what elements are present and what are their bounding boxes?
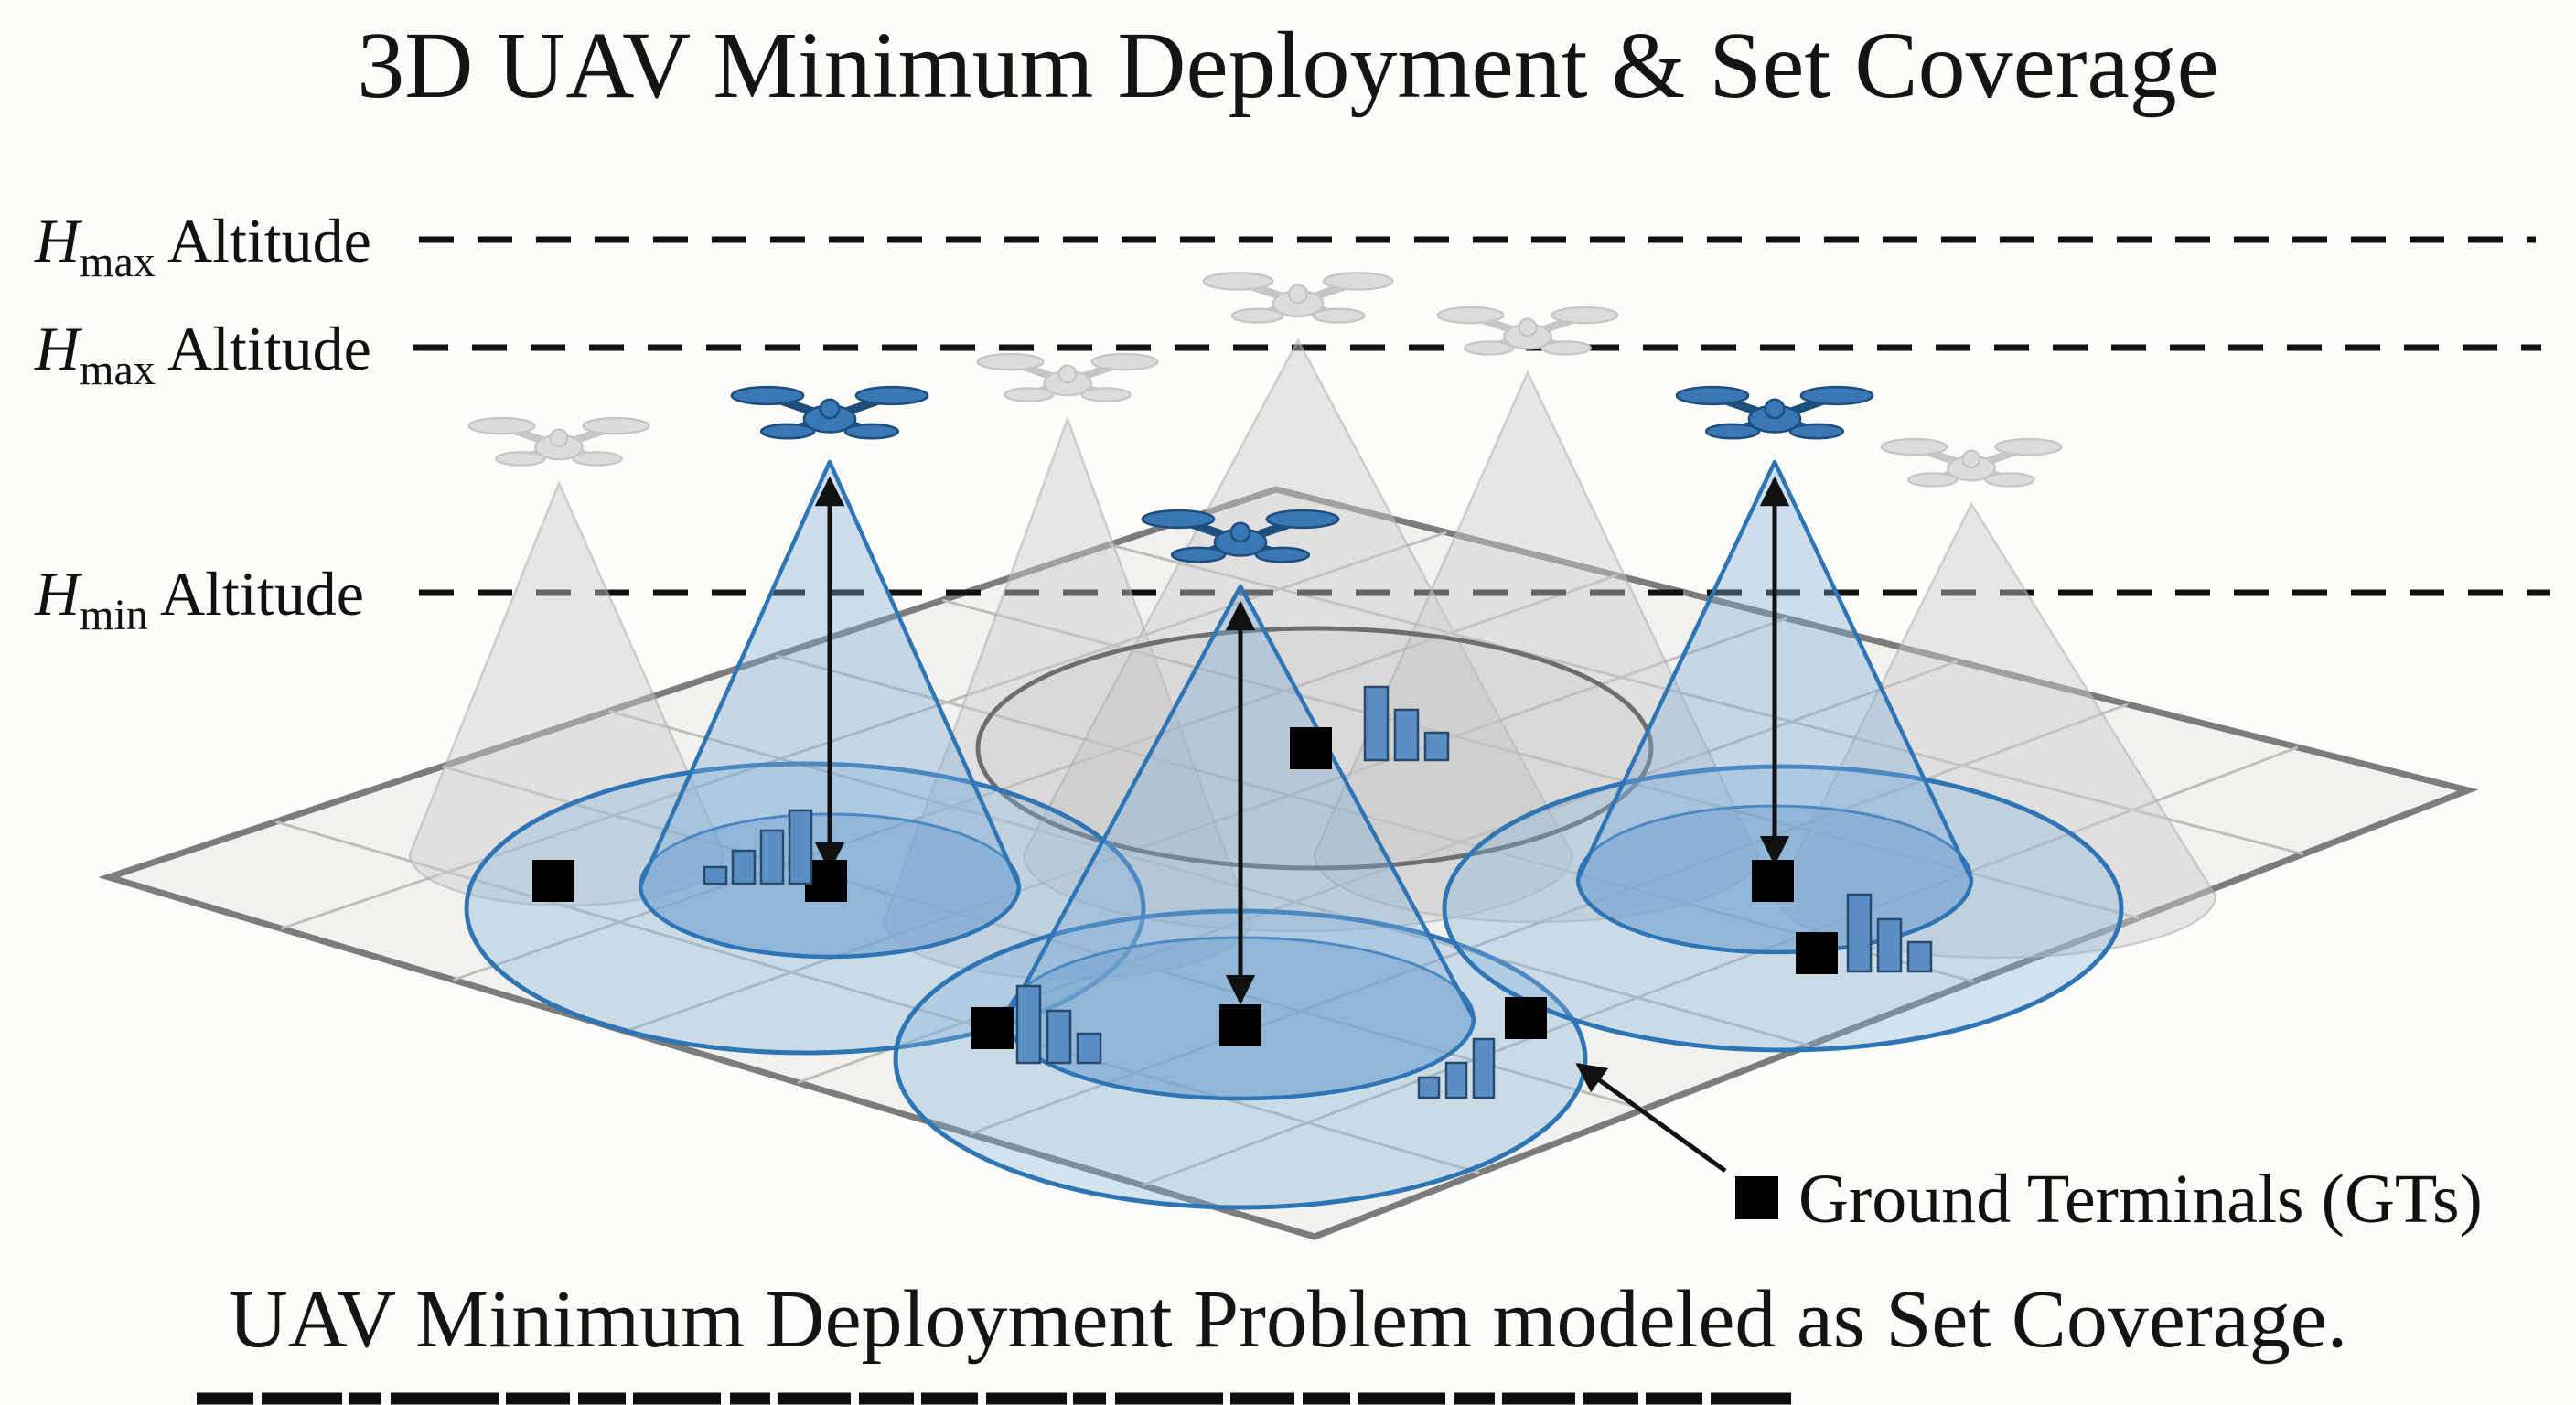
signal-bar bbox=[1015, 984, 1042, 1065]
signal-bar bbox=[1363, 685, 1390, 762]
coverage-ellipse bbox=[464, 761, 1146, 1056]
signal-bars bbox=[703, 809, 813, 885]
signal-bars bbox=[1417, 1037, 1496, 1099]
grid-line bbox=[280, 531, 1447, 930]
uav-icon bbox=[1141, 509, 1340, 563]
grid-line bbox=[1109, 543, 2304, 856]
signal-bar bbox=[703, 865, 728, 885]
legend-layer: Ground Terminals (GTs) bbox=[197, 1062, 2483, 1405]
ground-terminal bbox=[1219, 1004, 1261, 1046]
grid-line bbox=[1142, 745, 2299, 1187]
ghost-uav-icon bbox=[1436, 306, 1619, 356]
ground-terminal bbox=[1796, 932, 1838, 974]
signal-bar bbox=[759, 829, 785, 885]
legend-pointer-arrow bbox=[1575, 1062, 1727, 1174]
ghost-uav-icon bbox=[467, 416, 650, 467]
signal-bar bbox=[1417, 1076, 1441, 1099]
grid-line bbox=[608, 709, 1809, 1047]
uav-icon bbox=[730, 385, 929, 440]
altitude-label: Hmax Altitude bbox=[34, 314, 371, 394]
signal-bar bbox=[1076, 1032, 1102, 1065]
diagram-title: 3D UAV Minimum Deployment & Set Coverage bbox=[357, 13, 2219, 118]
grid-line bbox=[942, 598, 2140, 919]
diagram-caption: UAV Minimum Deployment Problem modeled a… bbox=[229, 1274, 2347, 1365]
signal-bar bbox=[1046, 1009, 1072, 1065]
signal-bar bbox=[1846, 893, 1873, 973]
altitude-label: Hmax Altitude bbox=[34, 206, 371, 286]
ground-plane bbox=[98, 486, 2479, 1240]
grid-line bbox=[969, 702, 2129, 1136]
ground-terminal bbox=[971, 1007, 1014, 1049]
ground-terminal bbox=[532, 860, 574, 902]
ghost-uav-cone bbox=[1022, 338, 1574, 933]
altitude-arrows-layer bbox=[814, 476, 1790, 1005]
ground-terminal bbox=[1752, 860, 1794, 902]
ground-terminal bbox=[1290, 727, 1332, 769]
legend-label: Ground Terminals (GTs) bbox=[1798, 1161, 2483, 1238]
signal-bar bbox=[788, 809, 813, 885]
signal-bar bbox=[1423, 731, 1450, 762]
legend-gt-square bbox=[1735, 1176, 1778, 1219]
uav-icon bbox=[1675, 385, 1874, 440]
signal-bar bbox=[1444, 1061, 1468, 1099]
signal-bar bbox=[1472, 1037, 1496, 1099]
signal-bars bbox=[1015, 984, 1102, 1065]
signal-bars bbox=[1363, 685, 1450, 762]
ghost-uav-cone bbox=[1775, 501, 2217, 960]
signal-bar bbox=[731, 849, 757, 885]
ghost-uav-cone bbox=[1313, 370, 1759, 924]
grid-line bbox=[453, 574, 1617, 981]
ghost-uav-icon bbox=[1880, 437, 2063, 488]
signal-bars bbox=[1846, 893, 1933, 973]
grid-line bbox=[625, 617, 1787, 1033]
coverage-layer bbox=[464, 626, 2124, 1210]
signal-bar bbox=[1393, 708, 1420, 762]
signal-bar bbox=[1876, 917, 1903, 973]
signal-bar bbox=[1906, 940, 1933, 973]
ground-terminal bbox=[1505, 997, 1547, 1039]
grid-line bbox=[274, 820, 1480, 1174]
ghost-uav-icon bbox=[976, 352, 1159, 402]
uavs-layer bbox=[467, 272, 2063, 563]
ghost-uav-icon bbox=[1202, 272, 1394, 324]
ground-terminals-layer bbox=[532, 685, 1933, 1099]
grid-line bbox=[775, 654, 1974, 983]
altitude-label: Hmin Altitude bbox=[34, 559, 364, 639]
